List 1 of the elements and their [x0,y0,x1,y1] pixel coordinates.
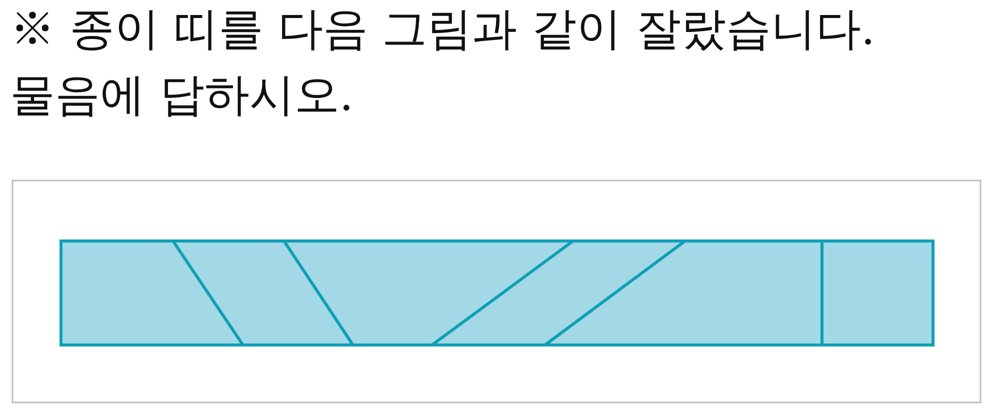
instruction-text: ※ 종이 띠를 다음 그림과 같이 잘랐습니다. 물음에 답하시오. [10,1,876,123]
